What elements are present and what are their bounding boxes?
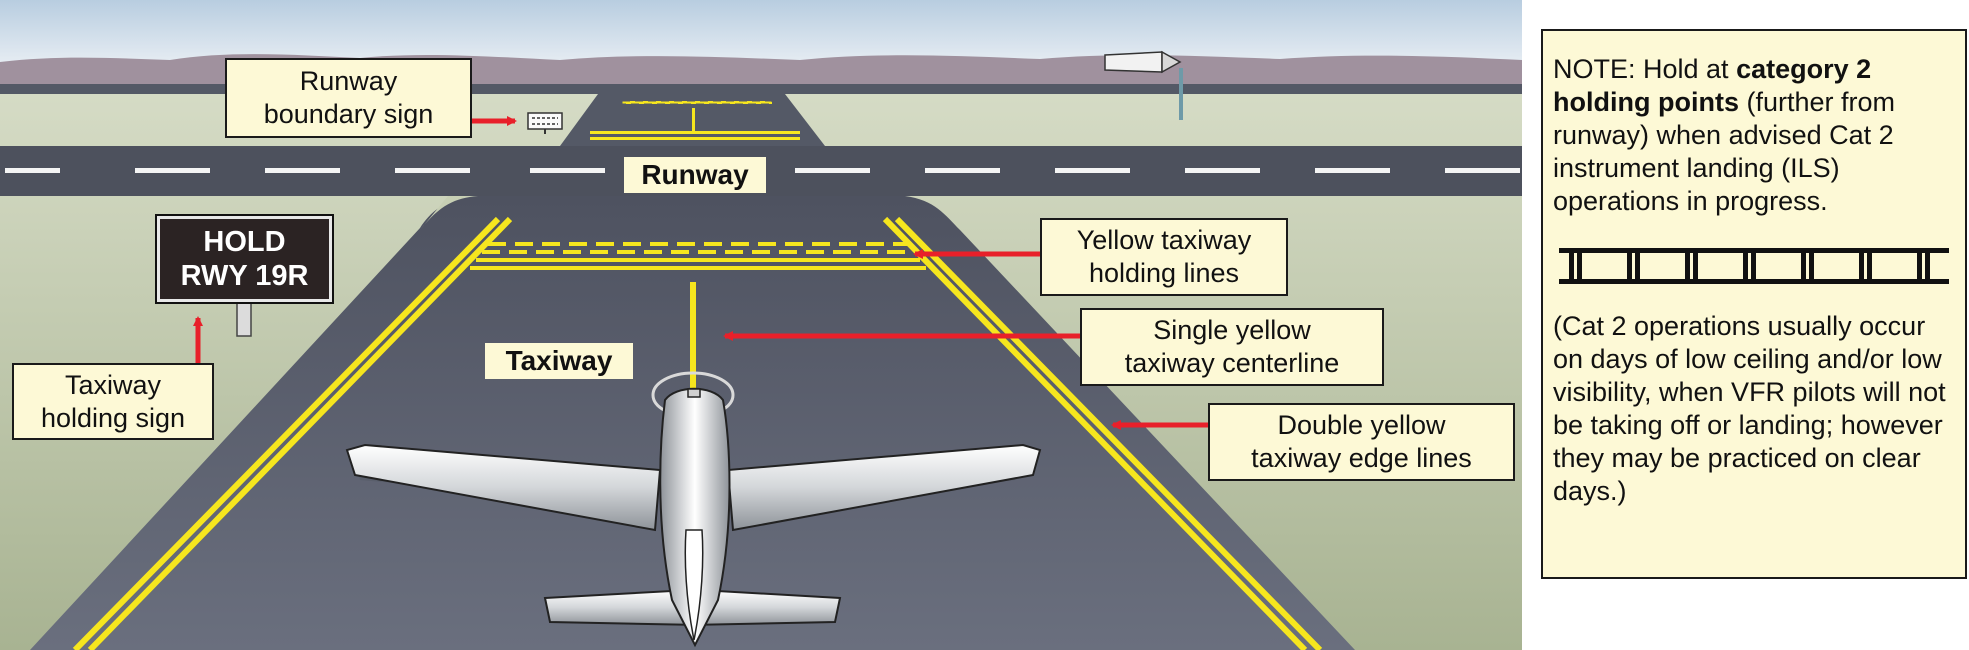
- taxiway-holding-sign: HOLD RWY 19R: [155, 214, 334, 304]
- callout-arrows: [193, 116, 1208, 430]
- callout-double-edge-lines: Double yellow taxiway edge lines: [1208, 403, 1515, 481]
- runway-label: Runway: [624, 157, 766, 193]
- callout-text: Double yellow: [1277, 410, 1446, 440]
- note-suffix: (further from runway) when advised Cat 2…: [1553, 87, 1895, 216]
- far-road: [0, 84, 1522, 94]
- callout-text: Single yellow: [1153, 315, 1311, 345]
- callout-text: Yellow taxiway: [1076, 225, 1252, 255]
- airplane-graphic: [345, 371, 1042, 648]
- hold-sign-post: [236, 301, 252, 337]
- callout-runway-boundary-sign: Runway boundary sign: [225, 58, 472, 138]
- note-prefix: NOTE: Hold at: [1553, 54, 1737, 84]
- hold-sign-line1: HOLD: [203, 226, 286, 258]
- note-bold: category 2 holding points: [1553, 54, 1872, 117]
- callout-taxiway-holding-sign: Taxiway holding sign: [12, 363, 214, 440]
- callout-text: taxiway edge lines: [1251, 443, 1472, 473]
- note-secondary: (Cat 2 operations usually occur on days …: [1553, 311, 1946, 506]
- taxiway-centerline: [690, 282, 696, 392]
- callout-text: Taxiway: [64, 369, 162, 400]
- callout-single-centerline: Single yellow taxiway centerline: [1080, 308, 1384, 386]
- runway-boundary-sign-graphic: [527, 112, 563, 134]
- callout-text: holding lines: [1088, 258, 1240, 288]
- hold-sign-line2: RWY 19R: [180, 260, 309, 292]
- far-holding-lines: [590, 100, 800, 140]
- runway-centerline: [5, 168, 1520, 173]
- note-primary: NOTE: Hold at category 2 holding points …: [1553, 53, 1955, 218]
- callout-text: boundary sign: [263, 99, 434, 129]
- callout-yellow-holding-lines: Yellow taxiway holding lines: [1040, 218, 1288, 296]
- callout-text: holding sign: [40, 402, 186, 433]
- near-holding-lines: [470, 242, 926, 270]
- taxiway-edge-lines: [72, 216, 1323, 650]
- taxiway-label: Taxiway: [485, 343, 633, 379]
- note-box: NOTE: Hold at category 2 holding points …: [1541, 29, 1967, 579]
- callout-text: Runway: [299, 66, 398, 96]
- windsock: [1104, 50, 1183, 120]
- callout-text: taxiway centerline: [1124, 348, 1340, 378]
- cat2-holding-lines-icon: [1559, 248, 1949, 284]
